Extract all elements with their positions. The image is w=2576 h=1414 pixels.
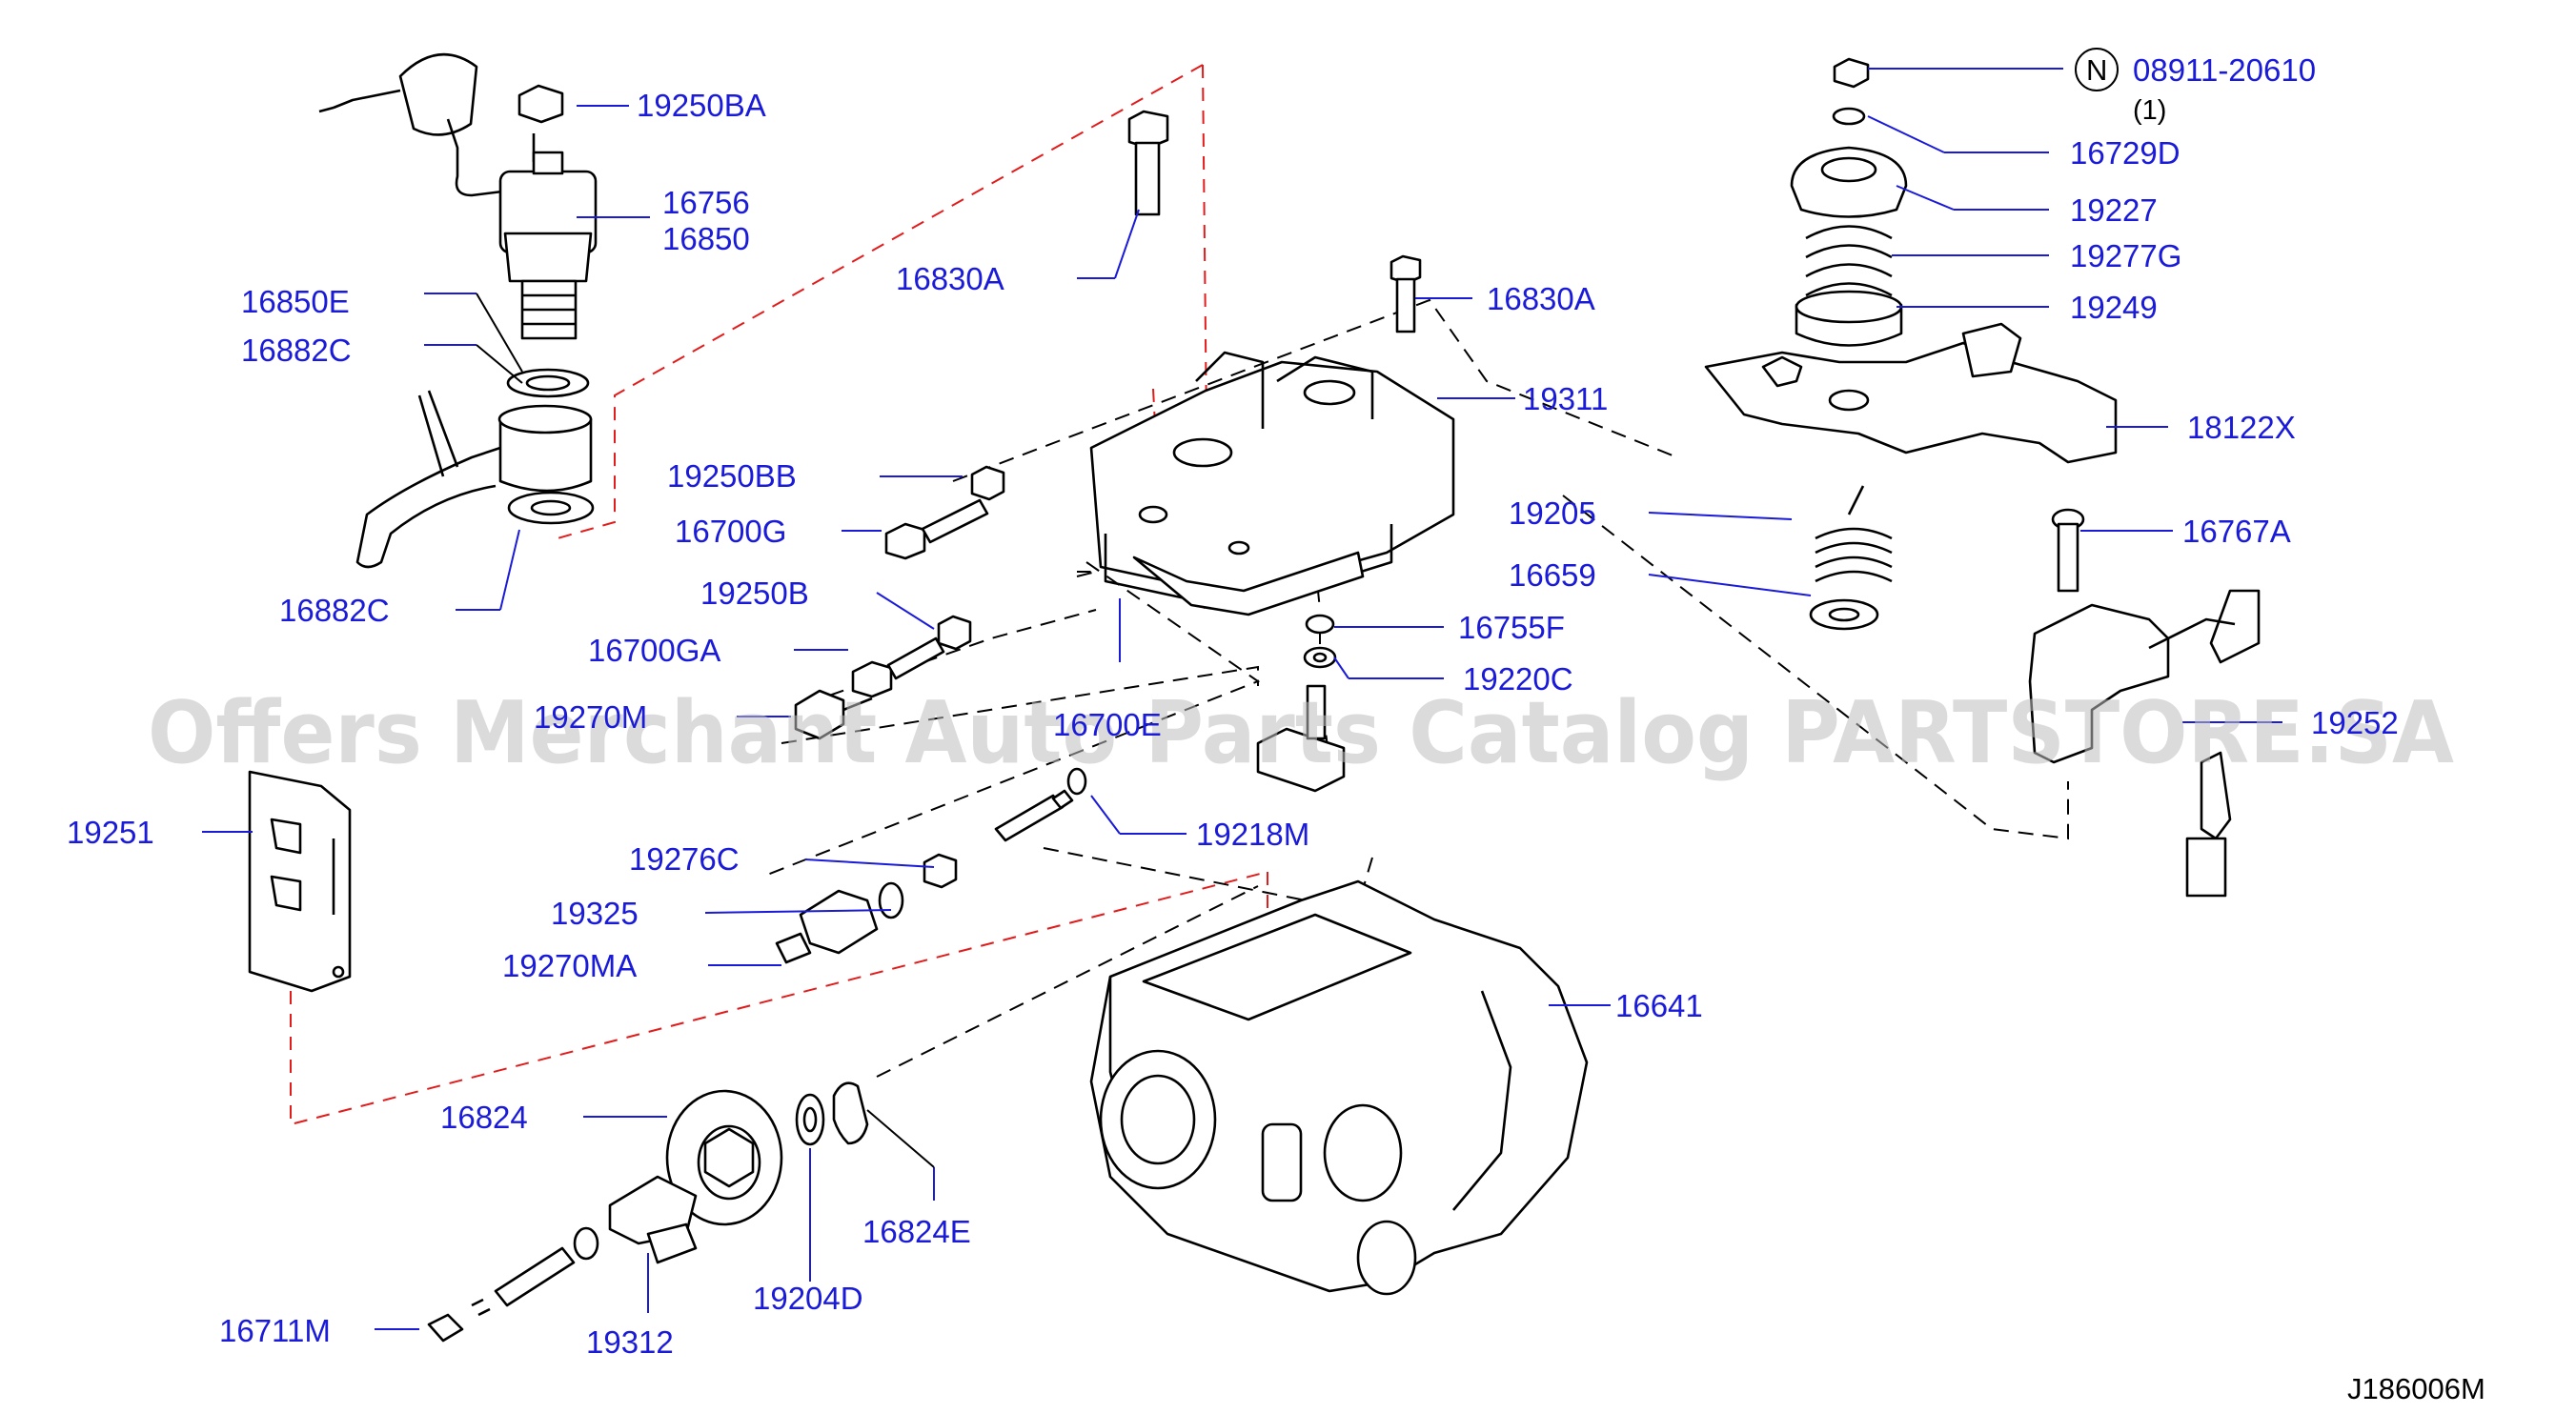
part-callout-16882c-upper[interactable]: 16882C	[241, 333, 352, 368]
part-callout-16755f[interactable]: 16755F	[1458, 610, 1565, 645]
part-callout-19252[interactable]: 19252	[2311, 705, 2399, 740]
part-callout-19276c[interactable]: 19276C	[629, 841, 740, 877]
screw-19270m-drawing	[794, 689, 873, 740]
part-callout-16830a-left[interactable]: 16830A	[896, 261, 1004, 296]
bracket-19251-drawing	[248, 770, 352, 993]
nut-19325-drawing	[878, 853, 958, 919]
part-callout-16830a-right[interactable]: 16830A	[1487, 281, 1595, 316]
part-callout-19250bb[interactable]: 19250BB	[667, 458, 797, 494]
part-callout-19205[interactable]: 19205	[1509, 495, 1596, 531]
gasket-16824e-drawing	[832, 1081, 869, 1145]
part-callout-16850e[interactable]: 16850E	[241, 284, 350, 319]
part-drawings	[248, 52, 2261, 1343]
gasket-16700e-drawing	[1132, 551, 1365, 616]
part-callout-16641[interactable]: 16641	[1615, 988, 1703, 1023]
part-callout-19227[interactable]: 19227	[2070, 192, 2158, 228]
part-callout-16711m[interactable]: 16711M	[219, 1313, 331, 1348]
part-callout-19311[interactable]: 19311	[1523, 381, 1608, 416]
bolt-16700ga-drawing	[851, 636, 945, 698]
banjo-fitting-drawing	[355, 390, 593, 569]
spring-seat-19249-drawing	[1795, 290, 1903, 347]
bolt-16700g-drawing	[884, 498, 989, 560]
bolt-16830a-right-drawing	[1389, 254, 1422, 333]
part-callout-19325[interactable]: 19325	[551, 896, 639, 931]
part-quantity-08911-20610: (1)	[2133, 95, 2166, 126]
washer-16882c-drawing	[506, 368, 590, 398]
washer-19220c-drawing	[1303, 646, 1337, 669]
part-callout-16850[interactable]: 16850	[662, 221, 750, 256]
part-callout-16700ga[interactable]: 16700GA	[588, 633, 720, 668]
nut-19250b-drawing	[937, 615, 972, 651]
lever-bracket-drawing	[1256, 684, 1346, 793]
pump-housing-drawing	[1089, 879, 1589, 1296]
diagram-code: J186006M	[2347, 1372, 2485, 1405]
adjusting-screw-19276c-drawing	[994, 789, 1074, 842]
part-callout-16700e[interactable]: 16700E	[1053, 707, 1162, 742]
part-callout-19204d[interactable]: 19204D	[753, 1281, 863, 1316]
part-callout-19270ma[interactable]: 19270MA	[502, 948, 637, 983]
washer-19204d-drawing	[795, 1093, 825, 1146]
part-callout-08911-20610[interactable]: 08911-20610	[2133, 52, 2316, 88]
nut-19250ba-drawing	[517, 84, 564, 162]
nut-08911-drawing	[1833, 57, 1870, 89]
part-callout-16729d[interactable]: 16729D	[2070, 135, 2180, 171]
part-callout-16756[interactable]: 16756	[662, 185, 750, 220]
lever-19252-drawing	[2028, 589, 2261, 898]
note-symbol: N	[2086, 53, 2107, 87]
o-ring-19218m-drawing	[1066, 767, 1087, 796]
lever-18122x-drawing	[1704, 322, 2118, 464]
watermark: Offers Merchant Auto Parts Catalog PARTS…	[148, 683, 2454, 783]
part-callout-19218m[interactable]: 19218M	[1196, 817, 1309, 852]
washer-16659-drawing	[1809, 598, 1879, 631]
part-callout-16700g[interactable]: 16700G	[675, 514, 786, 549]
nut-19250bb-drawing	[970, 465, 1005, 501]
spring-seat-19227-drawing	[1790, 146, 1908, 218]
part-callout-18122x[interactable]: 18122X	[2187, 410, 2296, 445]
part-callout-19250b[interactable]: 19250B	[700, 576, 809, 611]
part-callout-19251[interactable]: 19251	[67, 815, 154, 850]
part-callout-16659[interactable]: 16659	[1509, 557, 1596, 593]
note-circle-icon	[2075, 48, 2119, 91]
washer-16729d-drawing	[1832, 107, 1866, 126]
fuel-cut-solenoid-drawing	[498, 151, 598, 340]
part-callout-16824e[interactable]: 16824E	[862, 1214, 971, 1249]
shaft-16711m-drawing	[427, 1226, 599, 1343]
spring-19205-drawing	[1815, 485, 1893, 583]
solenoid-connector-drawing	[318, 52, 549, 197]
part-callout-19312[interactable]: 19312	[586, 1324, 674, 1360]
part-callout-19250ba[interactable]: 19250BA	[637, 88, 766, 123]
part-callout-19220c[interactable]: 19220C	[1463, 661, 1573, 697]
timer-gear-drawing	[665, 1089, 783, 1226]
screw-16767a-drawing	[2051, 508, 2085, 593]
o-ring-16755f-drawing	[1305, 614, 1335, 635]
cam-19312-drawing	[608, 1175, 698, 1264]
spring-19277g-drawing	[1805, 225, 1893, 297]
part-callout-19249[interactable]: 19249	[2070, 290, 2158, 325]
part-callout-19277g[interactable]: 19277G	[2070, 238, 2181, 273]
part-callouts: 19250BA 16756 16850 16850E 16882C 16882C…	[67, 48, 2399, 1360]
part-callout-16767a[interactable]: 16767A	[2182, 514, 2291, 549]
part-callout-16824[interactable]: 16824	[440, 1100, 528, 1135]
bolt-16830a-left-drawing	[1127, 110, 1169, 216]
part-callout-19270m[interactable]: 19270M	[534, 699, 647, 735]
washer-16882c-lower-drawing	[507, 491, 595, 525]
governor-cover-drawing	[1089, 351, 1455, 612]
leader-lines	[202, 68, 2282, 1330]
cap-19270ma-drawing	[775, 889, 879, 964]
part-callout-16882c-lower[interactable]: 16882C	[279, 593, 390, 628]
